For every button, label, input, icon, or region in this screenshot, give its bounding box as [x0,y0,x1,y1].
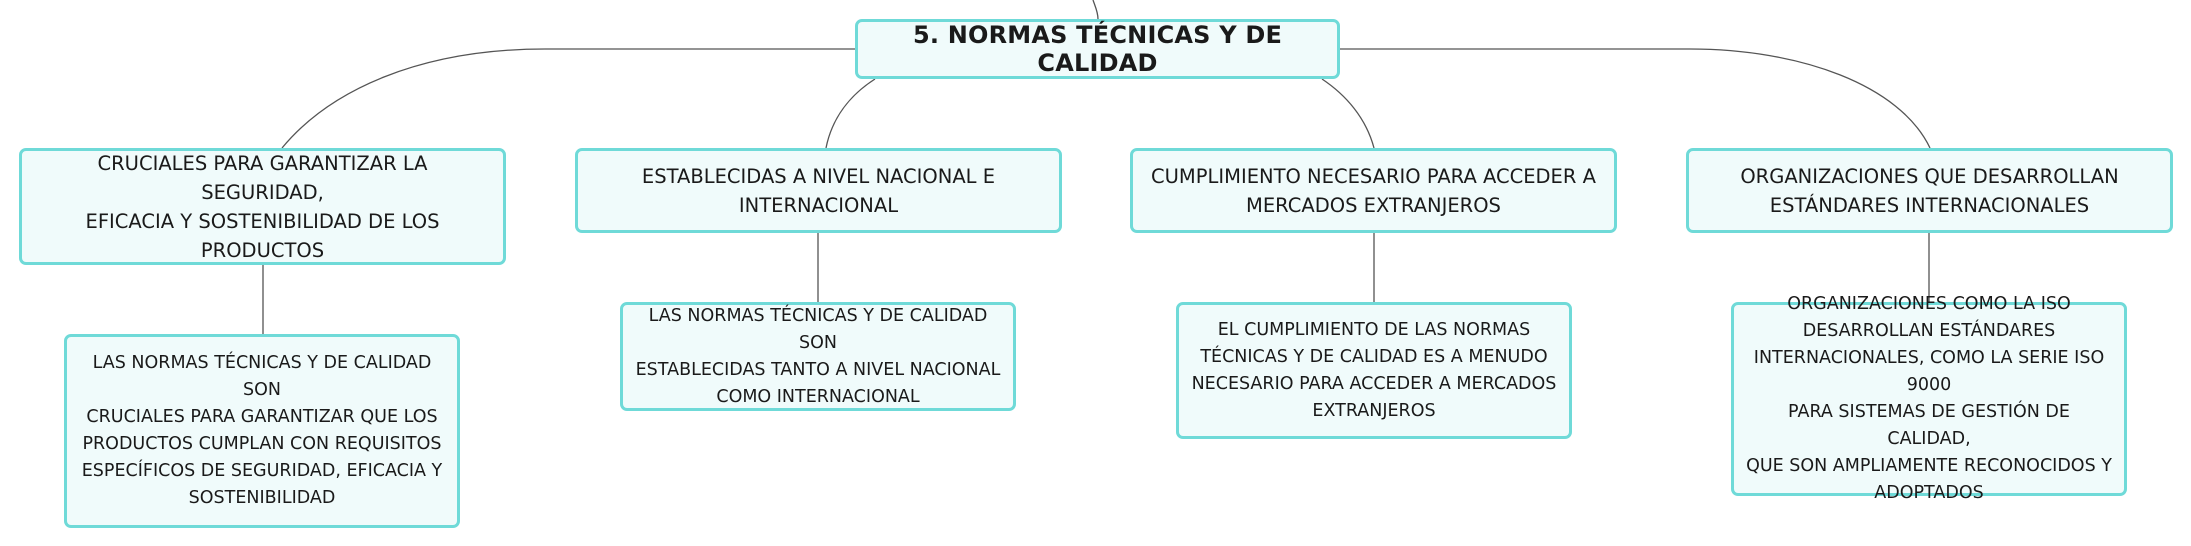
detail-mercados-extranjeros[interactable]: EL CUMPLIMIENTO DE LAS NORMAS TÉCNICAS Y… [1176,302,1572,439]
subtopic-nivel-nacional[interactable]: ESTABLECIDAS A NIVEL NACIONAL E INTERNAC… [575,148,1062,233]
subtopic-mercados-extranjeros[interactable]: CUMPLIMIENTO NECESARIO PARA ACCEDER A ME… [1130,148,1617,233]
detail-organizaciones[interactable]: ORGANIZACIONES COMO LA ISO DESARROLLAN E… [1731,294,2127,503]
connector-parent-to-root [1092,0,1099,20]
connector-root-to-branch-1 [281,48,855,149]
subtopic-label: CRUCIALES PARA GARANTIZAR LA SEGURIDAD, … [85,151,440,262]
detail-text: LAS NORMAS TÉCNICAS Y DE CALIDAD SON EST… [635,305,1001,407]
root-topic[interactable]: 5. NORMAS TÉCNICAS Y DE CALIDAD [855,19,1340,79]
subtopic-label: CUMPLIMIENTO NECESARIO PARA ACCEDER A ME… [1151,164,1596,217]
subtopic-label: ESTABLECIDAS A NIVEL NACIONAL E INTERNAC… [641,164,996,217]
connector-root-to-branch-2 [825,78,876,149]
detail-text: EL CUMPLIMIENTO DE LAS NORMAS TÉCNICAS Y… [1191,319,1557,421]
subtopic-label: ORGANIZACIONES QUE DESARROLLAN ESTÁNDARE… [1740,164,2119,217]
subtopic-organizaciones[interactable]: ORGANIZACIONES QUE DESARROLLAN ESTÁNDARE… [1686,148,2173,233]
subtopic-seguridad[interactable]: CRUCIALES PARA GARANTIZAR LA SEGURIDAD, … [19,148,506,265]
detail-text: LAS NORMAS TÉCNICAS Y DE CALIDAD SON CRU… [81,353,443,508]
connector-root-to-branch-3 [1321,78,1375,149]
detail-text: ORGANIZACIONES COMO LA ISO DESARROLLAN E… [1746,294,2112,503]
connector-root-to-branch-4 [1340,48,1931,149]
root-topic-label: 5. NORMAS TÉCNICAS Y DE CALIDAD [912,21,1283,77]
detail-nivel-nacional[interactable]: LAS NORMAS TÉCNICAS Y DE CALIDAD SON EST… [620,302,1016,411]
detail-seguridad[interactable]: LAS NORMAS TÉCNICAS Y DE CALIDAD SON CRU… [64,334,460,528]
